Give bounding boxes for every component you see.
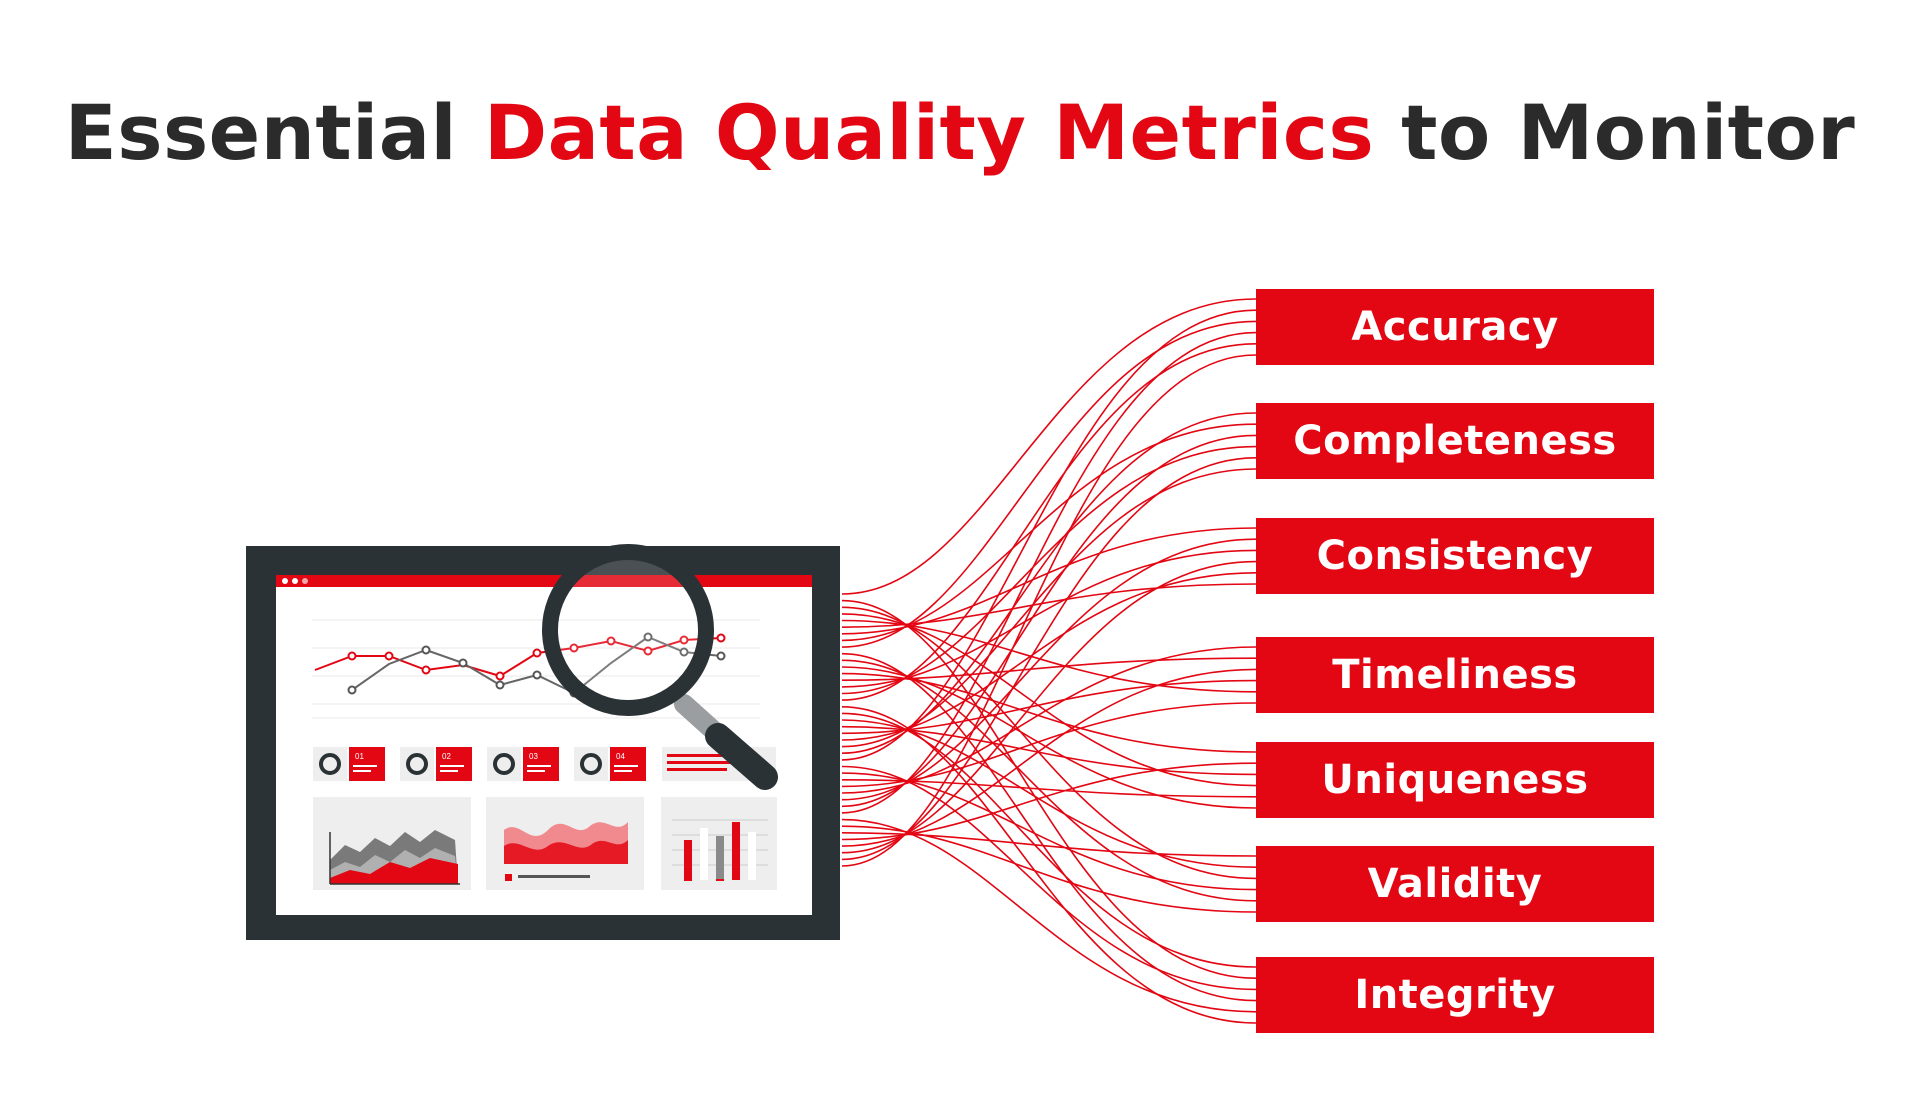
connector-line — [841, 765, 1257, 991]
metric-uniqueness: Uniqueness — [1256, 742, 1654, 818]
connector-line — [841, 606, 1257, 880]
connector-line — [841, 652, 1257, 1002]
kpi-card: 03 — [487, 747, 559, 781]
connector-line — [841, 666, 1257, 809]
metric-label: Consistency — [1316, 533, 1594, 579]
connector-line — [841, 762, 1257, 841]
metric-label: Integrity — [1354, 972, 1556, 1018]
metric-label: Accuracy — [1351, 304, 1559, 350]
title-highlight: Data Quality Metrics — [484, 88, 1375, 177]
kpi-card-number: 02 — [442, 752, 451, 761]
connector-line — [841, 779, 1257, 798]
area-chart-panel — [313, 797, 471, 890]
metric-label: Uniqueness — [1321, 757, 1589, 803]
title-after: to Monitor — [1374, 88, 1856, 177]
line-chart — [312, 619, 760, 719]
connector-line — [841, 659, 1257, 902]
connector-line — [841, 825, 1257, 913]
kpi-card: 04 — [574, 747, 646, 781]
metric-label: Validity — [1367, 861, 1543, 907]
connector-line — [841, 412, 1257, 754]
connector-line — [841, 657, 1257, 681]
window-dot — [282, 578, 288, 584]
connector-line — [841, 832, 1257, 857]
window-dot — [292, 578, 298, 584]
connector-line — [841, 725, 1257, 776]
connector-line — [841, 702, 1257, 788]
connector-line — [841, 613, 1257, 787]
connector-lines — [841, 298, 1257, 1024]
kpi-card-number: 04 — [616, 752, 625, 761]
metric-accuracy: Accuracy — [1256, 289, 1654, 365]
line-series-red — [314, 637, 722, 678]
connector-line — [841, 706, 1257, 1024]
page-title: Essential Data Quality Metrics to Monito… — [0, 88, 1920, 177]
window-dot — [302, 578, 308, 584]
connector-line — [841, 298, 1257, 595]
metric-validity: Validity — [1256, 846, 1654, 922]
monitor: 01 02 03 04 — [246, 544, 840, 940]
connector-line — [841, 572, 1257, 741]
title-before: Essential — [64, 88, 485, 177]
connector-line — [841, 583, 1257, 628]
connector-line — [841, 320, 1257, 648]
connector-line — [841, 712, 1257, 968]
screen-titlebar — [276, 575, 812, 587]
connector-line — [841, 619, 1257, 693]
metric-label: Completeness — [1293, 418, 1617, 464]
metric-label: Timeliness — [1332, 652, 1578, 698]
kpi-card-number: 01 — [355, 752, 364, 761]
connector-line — [841, 719, 1257, 868]
magnifying-glass-icon — [542, 544, 778, 790]
wave-chart-panel — [486, 797, 644, 890]
connector-line — [841, 560, 1257, 854]
kpi-card: 01 — [313, 747, 385, 781]
connector-line — [841, 434, 1257, 808]
connector-line — [841, 527, 1257, 635]
metric-consistency: Consistency — [1256, 518, 1654, 594]
connector-line — [841, 646, 1257, 794]
kpi-card-number: 03 — [529, 752, 538, 761]
metric-timeliness: Timeliness — [1256, 637, 1654, 713]
connector-line — [841, 599, 1257, 979]
metric-integrity: Integrity — [1256, 957, 1654, 1033]
connector-line — [841, 679, 1257, 735]
bar-chart-panel — [661, 797, 777, 890]
connector-line — [841, 343, 1257, 701]
connector-line — [841, 818, 1257, 1013]
metric-completeness: Completeness — [1256, 403, 1654, 479]
kpi-row: 01 02 03 04 — [313, 747, 776, 781]
connector-line — [841, 772, 1257, 891]
kpi-card: 02 — [400, 747, 472, 781]
connector-line — [841, 672, 1257, 753]
connector-line — [841, 668, 1257, 847]
